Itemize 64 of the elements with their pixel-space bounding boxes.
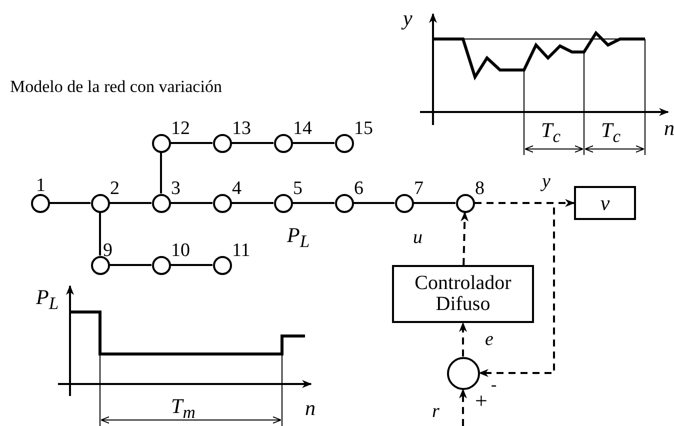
- bus-node-circle: [274, 134, 292, 152]
- bus-node-circle: [394, 194, 414, 212]
- bus-node-circle: [212, 256, 232, 274]
- line: [232, 202, 274, 204]
- node-number: 14: [293, 119, 312, 138]
- bus-node-circle: [456, 194, 474, 212]
- node-number: 5: [293, 179, 302, 198]
- line: [170, 264, 212, 266]
- node-number: 2: [110, 179, 120, 198]
- block-label: Controlador Difuso: [414, 273, 512, 315]
- axis-label: n: [305, 398, 316, 419]
- line: [110, 202, 152, 204]
- sign-label: -: [491, 376, 497, 393]
- axis-label: P$_{L}$: [36, 287, 59, 313]
- bus-node-circle: [152, 194, 170, 212]
- node-number: 6: [354, 179, 364, 198]
- bus-node-circle: [152, 256, 170, 274]
- interval-label: T$_{m}$: [171, 396, 196, 422]
- node-number: 15: [354, 119, 373, 138]
- controller-block: [392, 265, 534, 323]
- node-number: 3: [171, 179, 180, 198]
- line: [292, 202, 334, 204]
- axis-label: n: [664, 118, 674, 139]
- line: [232, 142, 274, 144]
- node-number: 9: [103, 241, 112, 260]
- node-number: 11: [232, 241, 250, 260]
- signal-arrow: [460, 212, 469, 266]
- node-number: 1: [36, 176, 46, 195]
- signal-arrow: [459, 322, 467, 356]
- node-number: 12: [171, 119, 190, 138]
- block-label: v: [600, 192, 610, 214]
- bus-node-circle: [212, 194, 232, 212]
- interval-label: T$_{c}$: [541, 120, 560, 146]
- summing-junction-circle: [446, 356, 480, 390]
- bus-node-circle: [334, 134, 354, 152]
- sign-label: +: [475, 390, 488, 412]
- line: [170, 202, 212, 204]
- node-number: 8: [475, 179, 484, 198]
- output-block: [574, 186, 636, 220]
- node-number: 7: [414, 179, 424, 198]
- load-label: P$_{L}$: [287, 225, 310, 251]
- line: [170, 142, 212, 144]
- signal-arrow: [459, 388, 467, 426]
- signal-arrow: [474, 202, 555, 377]
- title: Modelo de la red con variación: [10, 78, 222, 95]
- bus-node-circle: [212, 134, 232, 152]
- line: [50, 202, 90, 204]
- line: [99, 212, 101, 256]
- node-number: 4: [232, 179, 242, 198]
- bus-node-circle: [274, 194, 292, 212]
- line: [160, 152, 162, 194]
- interval-label: T$_{c}$: [601, 120, 620, 146]
- bus-node-circle: [334, 194, 354, 212]
- bus-node-circle: [30, 194, 50, 212]
- line: [110, 264, 152, 266]
- bus-node-circle: [152, 134, 170, 152]
- bus-node-circle: [90, 194, 110, 212]
- line: [354, 202, 394, 204]
- axis-label: y: [403, 8, 412, 29]
- node-number: 10: [171, 241, 190, 260]
- node-number: 13: [232, 119, 251, 138]
- bus-node-circle: [90, 256, 110, 274]
- line: [414, 202, 456, 204]
- line: [292, 142, 334, 144]
